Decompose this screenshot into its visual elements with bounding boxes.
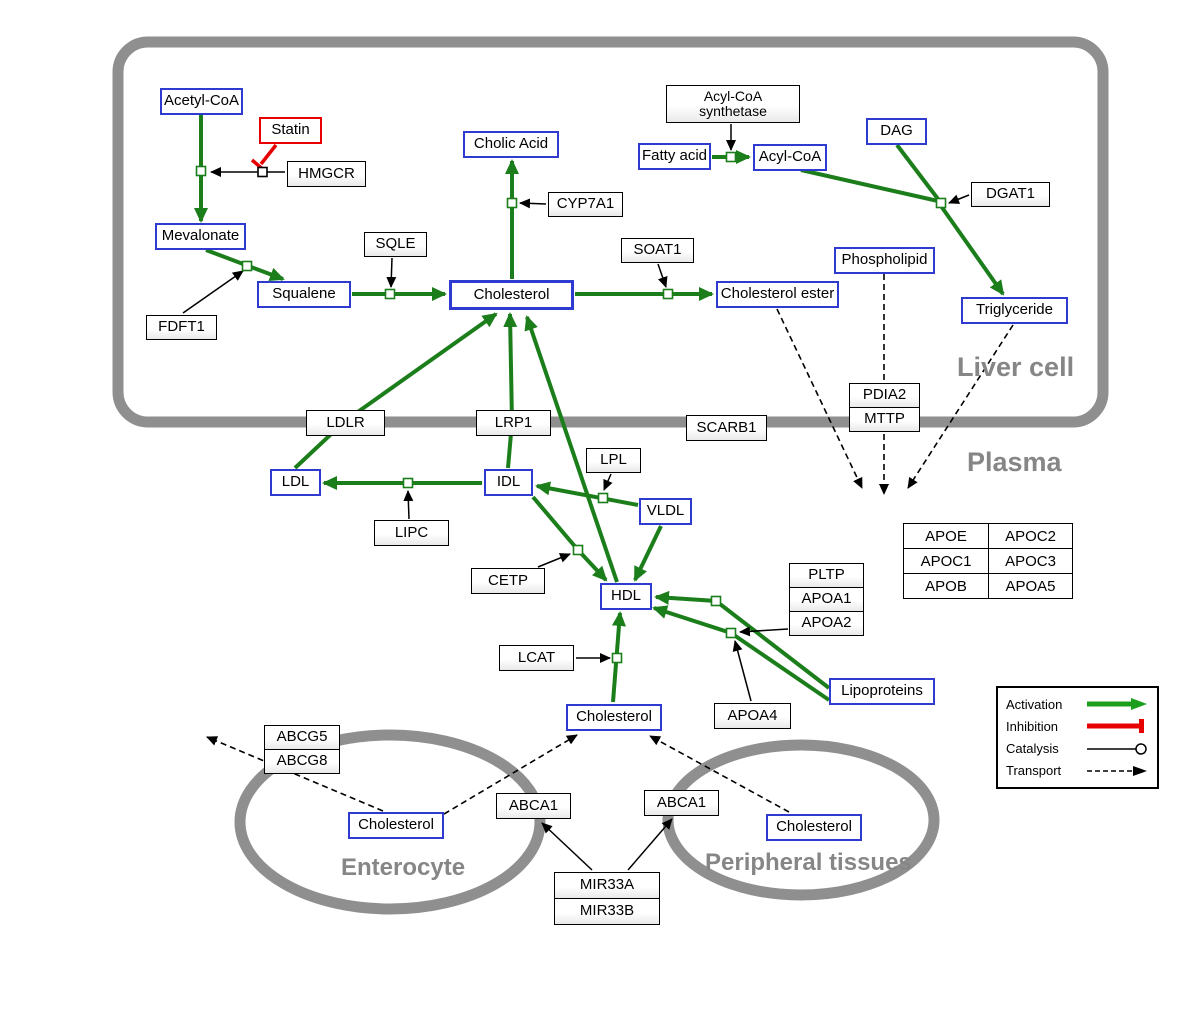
node-fdft1[interactable]: FDFT1 (146, 315, 217, 340)
node-acyl-coa[interactable]: Acyl-CoA (753, 144, 827, 171)
node-ldl[interactable]: LDL (270, 469, 321, 496)
node-sqle[interactable]: SQLE (364, 232, 427, 257)
node-mir33b[interactable]: MIR33B (554, 898, 660, 925)
reaction-nodes (195, 151, 947, 664)
node-apoe[interactable]: APOE (903, 523, 988, 548)
node-cholesterol-ester[interactable]: Cholesterol ester (716, 281, 839, 308)
node-acetyl-coa[interactable]: Acetyl-CoA (160, 88, 243, 115)
node-lcat[interactable]: LCAT (499, 645, 574, 671)
node-hdl[interactable]: HDL (600, 583, 652, 610)
node-cholesterol-peripheral[interactable]: Cholesterol (766, 814, 862, 841)
node-apob[interactable]: APOB (903, 573, 988, 598)
node-abca1-peripheral[interactable]: ABCA1 (644, 790, 719, 816)
node-apoc1[interactable]: APOC1 (903, 548, 988, 573)
peripheral-tissues-label: Peripheral tissues (705, 849, 912, 876)
legend-catalysis-label: Catalysis (1006, 741, 1059, 757)
node-mir33a[interactable]: MIR33A (554, 872, 660, 899)
enterocyte-label: Enterocyte (341, 854, 466, 881)
legend-inhibition-label: Inhibition (1006, 718, 1059, 734)
membranes (112, 36, 1109, 915)
node-cholic-acid[interactable]: Cholic Acid (463, 131, 559, 158)
node-lipoproteins[interactable]: Lipoproteins (829, 678, 935, 705)
node-acyl-coa-synthetase[interactable]: Acyl-CoA synthetase (666, 85, 800, 123)
node-triglyceride[interactable]: Triglyceride (961, 297, 1068, 324)
transport-dashed-arrow-icon (1087, 765, 1147, 776)
catalysis-edges (182, 124, 970, 871)
node-squalene[interactable]: Squalene (257, 281, 351, 308)
node-abcg8[interactable]: ABCG8 (264, 749, 340, 774)
node-cetp[interactable]: CETP (471, 568, 545, 594)
node-apoa1[interactable]: APOA1 (789, 587, 864, 612)
legend-activation-label: Activation (1006, 696, 1063, 712)
plasma-label: Plasma (967, 447, 1062, 477)
node-statin[interactable]: Statin (259, 117, 322, 144)
node-soat1[interactable]: SOAT1 (621, 238, 694, 263)
catalysis-circle-icon (1087, 742, 1147, 755)
node-apoc2[interactable]: APOC2 (988, 523, 1072, 548)
liver-cell-label: Liver cell (957, 352, 1075, 382)
node-cholesterol-plasma[interactable]: Cholesterol (566, 704, 662, 731)
node-cholesterol-liver[interactable]: Cholesterol (449, 280, 574, 310)
legend-row-catalysis: Catalysis (1006, 741, 1149, 756)
activation-arrow-icon (1087, 698, 1147, 711)
legend: Activation Inhibition Catalysis Transpor… (996, 686, 1159, 789)
apolipoprotein-table: APOE APOC2 APOC1 APOC3 APOB APOA5 (903, 523, 1073, 599)
node-idl[interactable]: IDL (484, 469, 533, 496)
node-apoa5[interactable]: APOA5 (988, 573, 1072, 598)
legend-transport-label: Transport (1006, 763, 1062, 779)
node-abca1-enterocyte[interactable]: ABCA1 (496, 793, 571, 819)
node-cholesterol-enterocyte[interactable]: Cholesterol (348, 812, 444, 839)
node-mevalonate[interactable]: Mevalonate (155, 223, 246, 250)
node-hmgcr[interactable]: HMGCR (287, 161, 366, 187)
legend-row-activation: Activation (1006, 697, 1149, 712)
node-cyp7a1[interactable]: CYP7A1 (548, 192, 623, 217)
node-apoa2[interactable]: APOA2 (789, 611, 864, 636)
node-ldlr[interactable]: LDLR (306, 410, 385, 436)
node-apoc3[interactable]: APOC3 (988, 548, 1072, 573)
legend-row-inhibition: Inhibition (1006, 719, 1149, 734)
legend-row-transport: Transport (1006, 763, 1149, 778)
node-fatty-acid[interactable]: Fatty acid (638, 143, 711, 170)
node-pltp[interactable]: PLTP (789, 563, 864, 588)
inhibition-tbar-icon (1087, 719, 1144, 734)
node-vldl[interactable]: VLDL (639, 498, 692, 525)
node-phospholipid[interactable]: Phospholipid (834, 247, 935, 274)
node-dag[interactable]: DAG (866, 118, 927, 145)
node-lpl[interactable]: LPL (586, 448, 641, 473)
node-abcg5[interactable]: ABCG5 (264, 725, 340, 750)
node-apoa4[interactable]: APOA4 (714, 703, 791, 729)
node-scarb1[interactable]: SCARB1 (686, 415, 767, 441)
node-dgat1[interactable]: DGAT1 (971, 182, 1050, 207)
node-lipc[interactable]: LIPC (374, 520, 449, 546)
node-lrp1[interactable]: LRP1 (476, 410, 551, 436)
node-mttp[interactable]: MTTP (849, 407, 920, 432)
node-pdia2[interactable]: PDIA2 (849, 383, 920, 408)
